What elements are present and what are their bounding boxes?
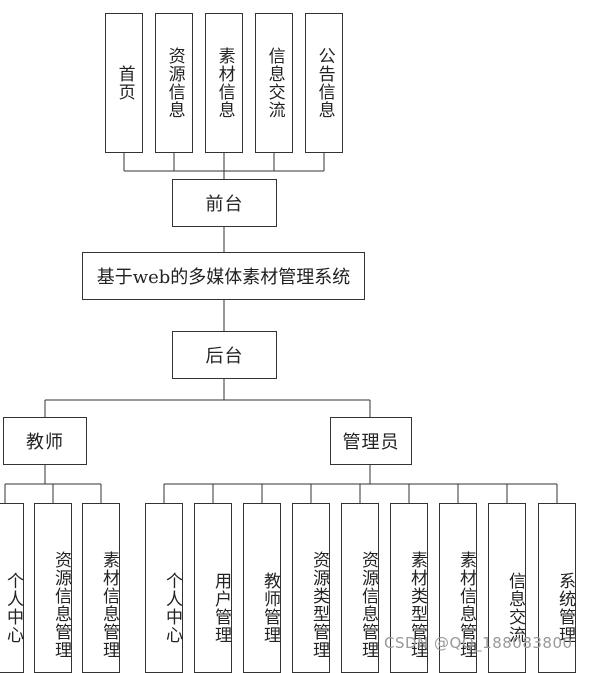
front-module-material-info: 素材信息 (205, 13, 243, 153)
admin-module-user-mgmt: 用户管理 (194, 503, 232, 673)
front-module-home: 首页 (105, 13, 143, 153)
teacher-module-material-info-mgmt: 素材信息管理 (82, 503, 120, 673)
admin-node: 管理员 (330, 417, 412, 465)
front-module-announcement: 公告信息 (305, 13, 343, 153)
teacher-module-personal-center: 个人中心 (0, 503, 24, 673)
teacher-node: 教师 (3, 417, 87, 465)
watermark: CSDN @QQ_188083800 (384, 634, 573, 652)
system-node: 基于web的多媒体素材管理系统 (82, 252, 365, 300)
teacher-module-resource-info-mgmt: 资源信息管理 (34, 503, 72, 673)
frontend-node: 前台 (172, 179, 277, 227)
front-module-resource-info: 资源信息 (155, 13, 193, 153)
admin-module-material-type-mgmt: 素材类型管理 (390, 503, 428, 673)
backend-node: 后台 (172, 331, 277, 379)
admin-module-resource-type-mgmt: 资源类型管理 (292, 503, 330, 673)
admin-module-teacher-mgmt: 教师管理 (243, 503, 281, 673)
front-module-info-exchange: 信息交流 (255, 13, 293, 153)
admin-module-personal-center: 个人中心 (145, 503, 183, 673)
admin-module-resource-info-mgmt: 资源信息管理 (341, 503, 379, 673)
admin-module-system-mgmt: 系统管理 (538, 503, 576, 673)
